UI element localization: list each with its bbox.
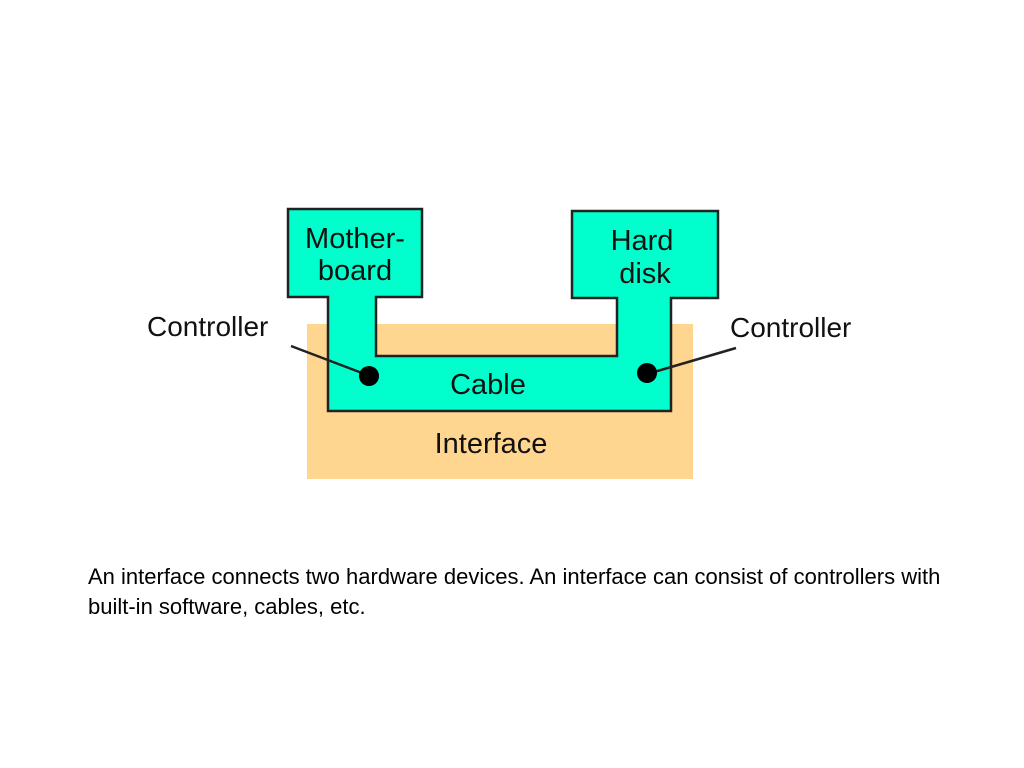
cable-label: Cable [450, 369, 526, 401]
controller-pointer-right [653, 346, 737, 374]
controller-dot-left [359, 366, 379, 386]
motherboard-label-line2: board [318, 255, 392, 287]
controller-pointer-left [290, 344, 363, 375]
controller-dot-right [637, 363, 657, 383]
cable-and-devices-shape [286, 207, 720, 413]
controller-label-right: Controller [730, 312, 851, 343]
harddisk-label-line2: disk [619, 258, 671, 290]
harddisk-label-line1: Hard [611, 225, 674, 257]
caption-text: An interface connects two hardware devic… [88, 564, 941, 619]
interface-label: Interface [435, 428, 548, 460]
controller-label-left: Controller [147, 311, 268, 342]
motherboard-label-line1: Mother- [305, 223, 405, 255]
